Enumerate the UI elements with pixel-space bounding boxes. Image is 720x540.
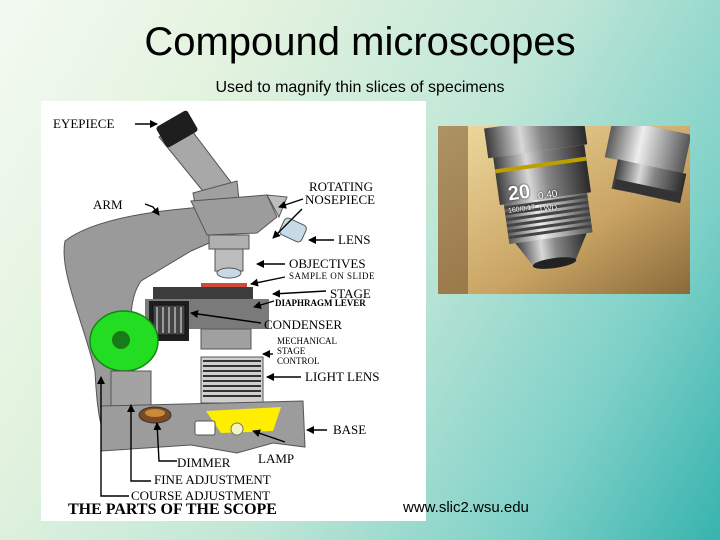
label-stage-small: STAGE (277, 346, 306, 356)
label-diaphragm-lever: DIAPHRAGM LEVER (275, 298, 366, 308)
label-stage: STAGE (330, 286, 371, 301)
dimmer-knob (138, 406, 172, 424)
objective-magnification: 20 (506, 180, 532, 206)
diagram-caption: THE PARTS OF THE SCOPE (68, 501, 277, 518)
objective-lens-photo: 20 0.40 160/0.17 LWD (438, 126, 690, 294)
slide-title: Compound microscopes (144, 20, 576, 64)
slide-subtitle: Used to magnify thin slices of specimens (215, 79, 505, 96)
photo-drawing (438, 126, 690, 294)
label-lamp: LAMP (258, 451, 295, 466)
label-lens: LENS (338, 232, 371, 247)
condenser-body (200, 328, 252, 350)
nosepiece-shape (190, 194, 278, 236)
label-sample-on-slide: SAMPLE ON SLIDE (289, 271, 376, 281)
label-nosepiece: NOSEPIECE (305, 192, 376, 207)
microscope-drawing (63, 110, 334, 497)
label-condenser: CONDENSER (264, 317, 343, 332)
microscope-diagram: EYEPIECE ARM ROTATING NOSEPIECE LENS OBJ… (41, 101, 426, 521)
label-base: BASE (333, 422, 367, 437)
sample-slide (201, 283, 247, 287)
focus-knob (89, 310, 159, 372)
label-dimmer: DIMMER (177, 455, 231, 470)
label-objectives: OBJECTIVES (289, 256, 366, 271)
lamp-bulb (230, 422, 244, 436)
label-mechanical: MECHANICAL (277, 336, 337, 346)
label-fine-adjustment: FINE ADJUSTMENT (154, 472, 271, 487)
label-control: CONTROL (277, 356, 320, 366)
pointer-arrows (97, 120, 334, 497)
label-eyepiece: EYEPIECE (53, 116, 115, 131)
label-rotating: ROTATING (309, 179, 373, 194)
label-course-adjustment: COURSE ADJUSTMENT (131, 488, 271, 503)
source-url: www.slic2.wsu.edu (403, 499, 529, 516)
label-arm: ARM (93, 197, 123, 212)
label-light-lens: LIGHT LENS (305, 369, 380, 384)
light-lens-body (200, 356, 264, 404)
